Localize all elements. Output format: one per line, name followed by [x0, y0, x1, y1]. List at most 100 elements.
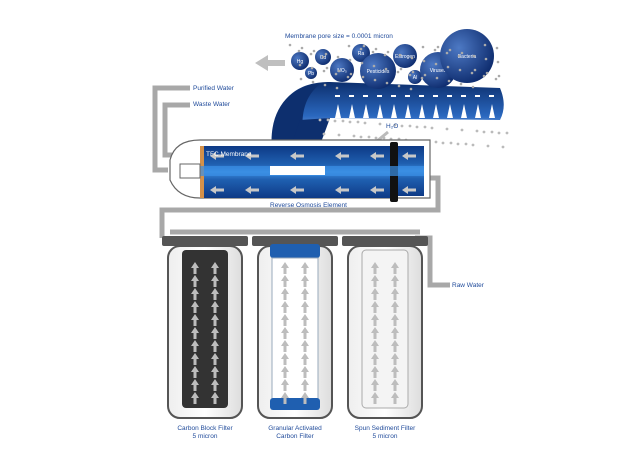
flow-arrow-up-icon	[191, 262, 199, 274]
flow-arrow-up-icon	[391, 314, 399, 326]
water-dot	[347, 44, 351, 48]
water-dot	[348, 120, 352, 124]
flow-arrow-up-icon	[191, 366, 199, 378]
water-dot	[326, 118, 330, 122]
flow-arrow-up-icon	[391, 379, 399, 391]
flow-arrow-up-icon	[391, 366, 399, 378]
water-dot	[459, 82, 463, 86]
particle-al: Al	[408, 70, 422, 84]
water-dot	[352, 134, 356, 138]
flow-arrow-up-icon	[281, 275, 289, 287]
membrane-pore-slot	[377, 95, 382, 97]
water-dot	[309, 52, 313, 56]
purified-water-label: Purified Water	[193, 85, 235, 92]
water-dot	[323, 83, 327, 87]
flow-arrow-up-icon	[391, 301, 399, 313]
water-dot	[409, 87, 413, 91]
flow-arrow-up-icon	[391, 288, 399, 300]
contaminant-particles: HgPbCdNO₃RaPesticidesEstrogenAlVirusesBa…	[291, 29, 494, 89]
flow-arrow-up-icon	[301, 288, 309, 300]
flow-arrow-up-icon	[281, 314, 289, 326]
water-dot	[349, 72, 353, 76]
flow-arrow-up-icon	[281, 327, 289, 339]
flow-arrow-up-icon	[281, 379, 289, 391]
water-dot	[397, 84, 401, 88]
flow-arrow-up-icon	[281, 353, 289, 365]
water-dot	[485, 71, 489, 75]
flow-arrow-up-icon	[281, 366, 289, 378]
membrane-pore-slot	[461, 95, 466, 97]
flow-arrow-icon	[210, 152, 224, 160]
flow-arrow-up-icon	[191, 275, 199, 287]
pore-size-caption: Membrane pore size = 0.0001 micron	[285, 33, 393, 40]
water-dot	[298, 63, 302, 67]
water-dot	[399, 67, 403, 71]
purified-water-pipe	[152, 85, 190, 173]
water-dot	[464, 142, 468, 146]
water-dot	[484, 57, 488, 61]
flow-arrow-up-icon	[301, 366, 309, 378]
water-dot	[297, 49, 301, 53]
flow-arrow-up-icon	[371, 314, 379, 326]
membrane-pore-slot	[363, 95, 368, 97]
flow-arrow-icon	[370, 186, 384, 194]
flow-arrow-up-icon	[191, 314, 199, 326]
water-dot	[363, 121, 367, 125]
flow-arrow-up-icon	[301, 353, 309, 365]
flow-arrow-up-icon	[371, 288, 379, 300]
water-dot	[337, 69, 341, 73]
water-dot	[483, 43, 487, 47]
water-dot	[322, 69, 326, 73]
water-dot	[348, 58, 352, 62]
water-dot	[433, 48, 437, 52]
flow-arrow-up-icon	[211, 288, 219, 300]
water-dot	[337, 133, 341, 137]
membrane-pore-slot	[405, 95, 410, 97]
particle-label: Estrogen	[395, 54, 415, 60]
flow-arrow-up-icon	[281, 288, 289, 300]
membrane-pore-slot	[433, 95, 438, 97]
flow-arrow-up-icon	[211, 275, 219, 287]
membrane-pore-slot	[447, 95, 452, 97]
water-dot	[400, 124, 404, 128]
water-dot	[422, 59, 426, 63]
water-dot	[445, 127, 449, 131]
particle-pb: Pb	[305, 67, 317, 79]
water-dot	[471, 85, 475, 89]
flow-arrow-up-icon	[391, 340, 399, 352]
membrane-pore	[489, 104, 495, 118]
water-dot	[385, 81, 389, 85]
water-dot	[310, 66, 314, 70]
membrane-pore-slot	[391, 95, 396, 97]
flow-arrow-icon	[290, 186, 304, 194]
water-dot	[341, 119, 345, 123]
particle-estrogen: Estrogen	[393, 44, 417, 68]
flow-arrow-up-icon	[211, 340, 219, 352]
water-dot	[333, 119, 337, 123]
membrane-pore	[447, 104, 453, 118]
water-dot	[386, 50, 390, 54]
water-dot	[356, 120, 360, 124]
raw-water-label: Raw Water	[452, 282, 485, 289]
flow-arrow-up-icon	[301, 314, 309, 326]
water-dot	[441, 141, 445, 145]
water-dot	[322, 132, 326, 136]
membrane-pore	[363, 104, 369, 118]
water-dot	[325, 66, 329, 70]
flow-arrow-up-icon	[371, 353, 379, 365]
flow-arrow-icon	[245, 152, 259, 160]
membrane-pore-slot	[475, 95, 480, 97]
flow-arrow-up-icon	[191, 379, 199, 391]
particle-pesticides: Pesticides	[360, 53, 396, 89]
water-dot	[495, 46, 499, 50]
water-dot	[460, 51, 464, 55]
membrane-pore	[335, 104, 341, 118]
filter-3-label-line1: Spun Sediment Filter	[355, 425, 417, 432]
h2o-label: H₂O	[386, 123, 398, 130]
water-dot	[470, 71, 474, 75]
water-dot	[497, 74, 501, 78]
water-dot	[398, 53, 402, 57]
water-dot	[396, 70, 400, 74]
water-dot	[430, 126, 434, 130]
flow-arrow-up-icon	[211, 314, 219, 326]
